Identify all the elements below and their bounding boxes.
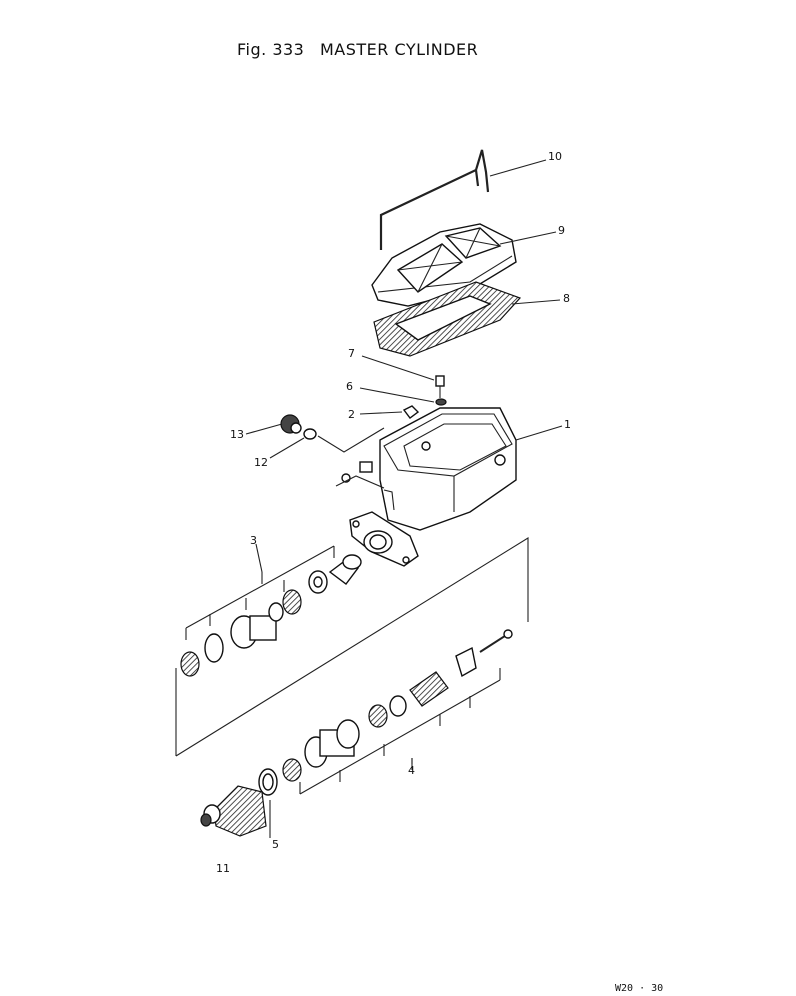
callout-10: 10 bbox=[548, 150, 562, 163]
callout-7: 7 bbox=[348, 347, 355, 360]
wire-clip bbox=[379, 149, 490, 250]
callout-8: 8 bbox=[563, 292, 570, 305]
cylinder-body bbox=[349, 407, 517, 567]
filler-bolt bbox=[435, 375, 445, 398]
callout-9: 9 bbox=[558, 224, 565, 237]
primary-piston-group bbox=[180, 554, 362, 677]
callout-2: 2 bbox=[348, 408, 355, 421]
outlet-o-ring bbox=[303, 428, 317, 440]
figure-number: Fig. 333 bbox=[237, 40, 305, 59]
callout-4: 4 bbox=[408, 764, 415, 777]
callout-11: 11 bbox=[216, 862, 230, 875]
bleeder-screw bbox=[402, 405, 420, 419]
reservoir-gasket bbox=[373, 281, 522, 357]
figure-title: Fig. 333 MASTER CYLINDER bbox=[237, 40, 488, 59]
callout-6: 6 bbox=[346, 380, 353, 393]
body-bolt bbox=[335, 461, 385, 489]
dust-boot bbox=[200, 785, 267, 837]
filler-washer bbox=[435, 398, 447, 406]
secondary-piston-group bbox=[258, 629, 513, 796]
callout-3: 3 bbox=[250, 534, 257, 547]
page-code: W20 · 30 bbox=[615, 983, 664, 994]
callout-13: 13 bbox=[230, 428, 244, 441]
leader-lines bbox=[245, 159, 563, 764]
callout-5: 5 bbox=[272, 838, 279, 851]
reservoir-cover bbox=[371, 223, 517, 307]
outlet-fitting bbox=[280, 414, 302, 434]
group-4-bracket bbox=[299, 668, 501, 795]
callout-12: 12 bbox=[254, 456, 268, 469]
group-3-bracket bbox=[175, 537, 529, 757]
callout-1: 1 bbox=[564, 418, 571, 431]
figure-name: MASTER CYLINDER bbox=[319, 40, 479, 59]
